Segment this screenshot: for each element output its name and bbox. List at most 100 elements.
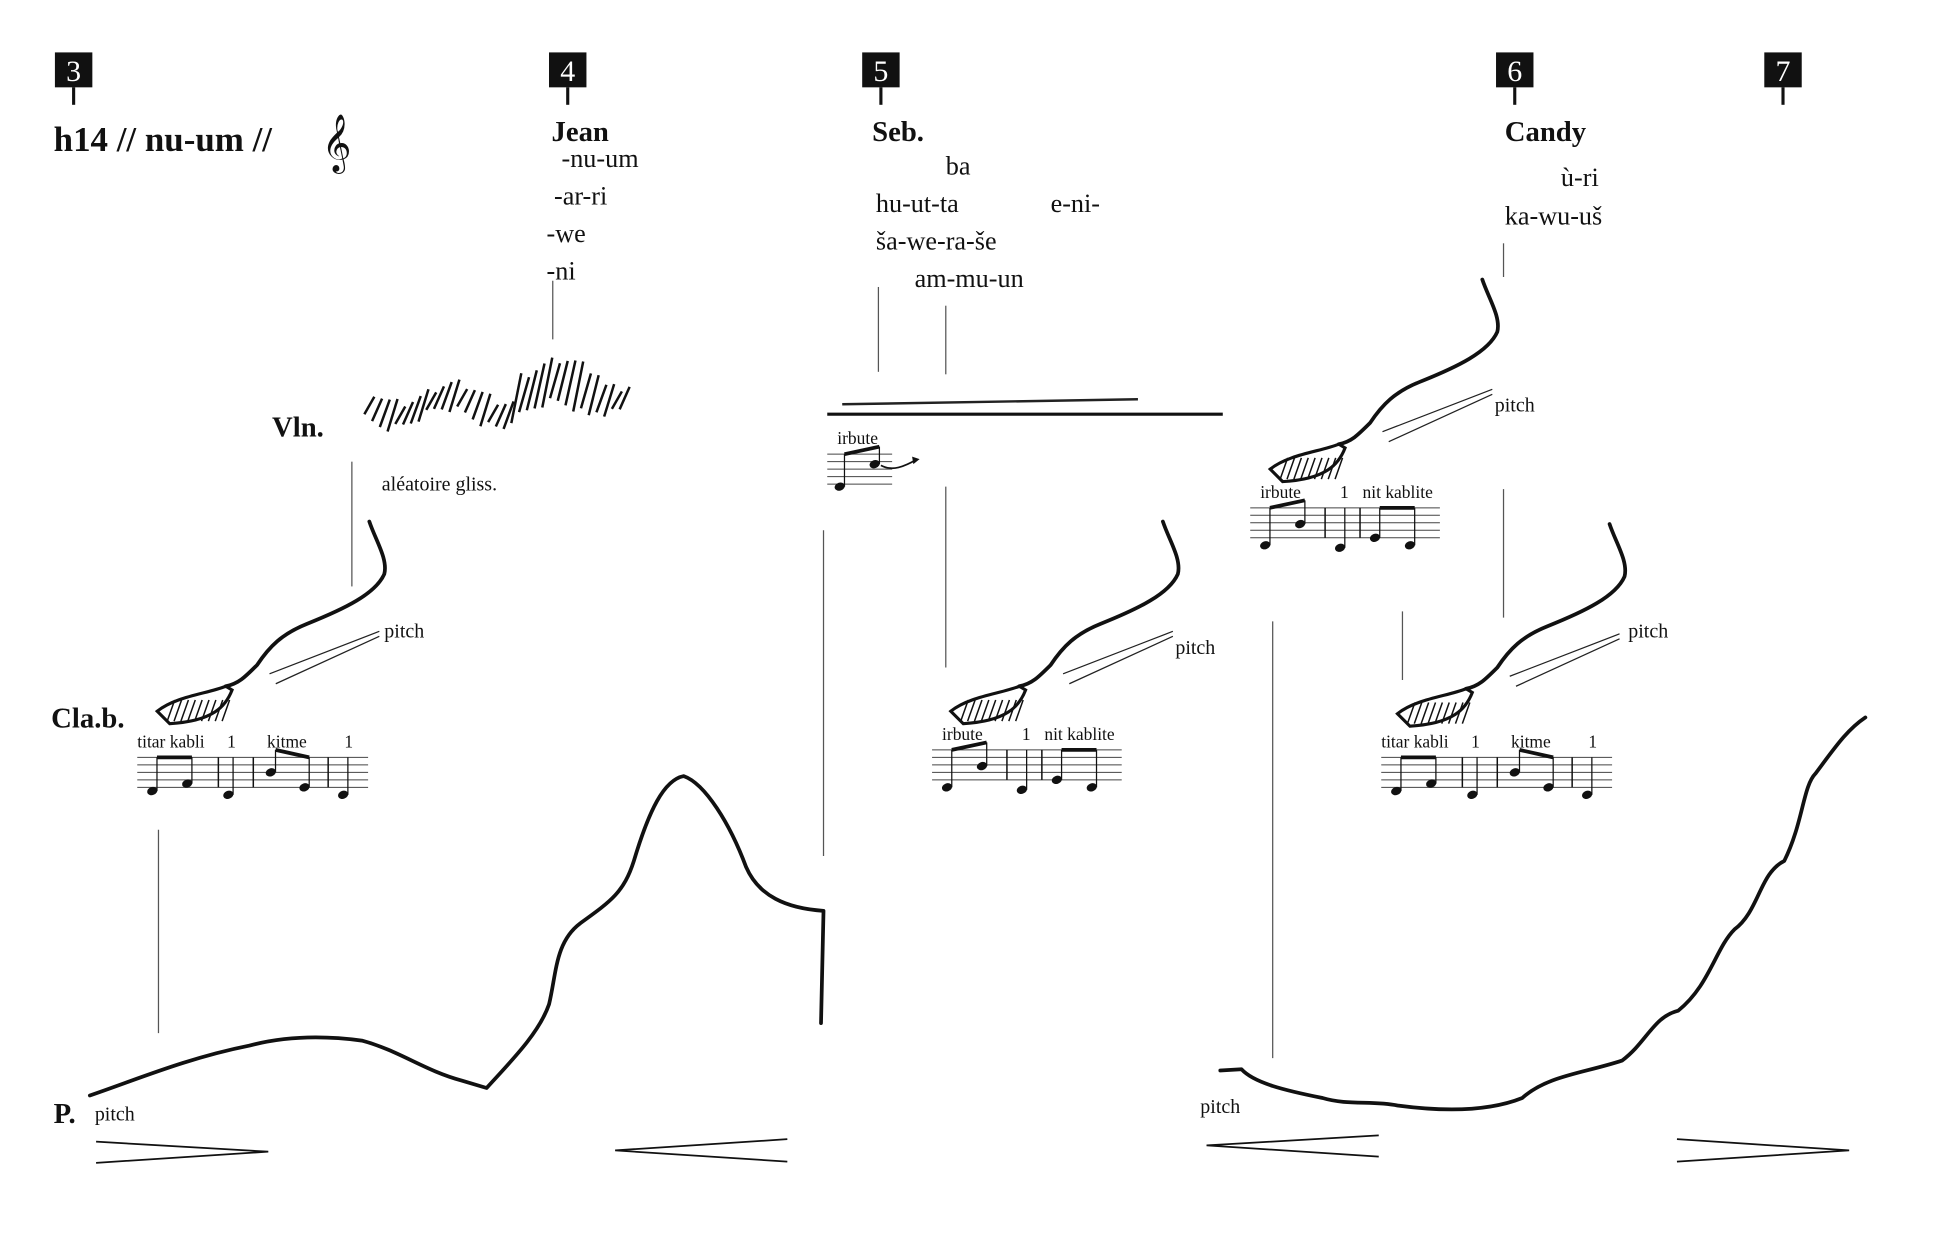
scribble-stroke: [595, 384, 608, 413]
aleatoire-gliss-scribble: [363, 357, 631, 432]
staff-label: kitme: [1511, 731, 1551, 751]
note-head: [147, 786, 158, 796]
piano-pitch-curve: [1218, 715, 1868, 1112]
instrument-bass-clarinet: Cla.b.: [51, 702, 124, 734]
pitch-gliss-figure: [154, 519, 387, 726]
crescendo-hairpin: [1206, 1134, 1379, 1158]
note-head: [1426, 779, 1437, 788]
pitch-label: pitch: [1628, 621, 1668, 643]
scribble-stroke: [502, 401, 515, 430]
gliss-arrow-icon: [880, 458, 918, 470]
aleatoire-gliss-label: aléatoire gliss.: [382, 473, 497, 495]
staff-label: 1: [1471, 731, 1480, 751]
lyric: -ar-ri: [554, 182, 607, 211]
scribble-stroke: [610, 390, 623, 410]
svg-text:3: 3: [66, 55, 81, 88]
staff-label: nit kablite: [1363, 482, 1434, 502]
note-head: [1334, 543, 1346, 552]
scribble-stroke: [386, 398, 399, 432]
lyric: ša-we-ra-še: [876, 227, 997, 256]
note-head: [976, 761, 988, 771]
lyric: ba: [946, 152, 971, 181]
scribble-stroke: [494, 403, 507, 428]
pitch-gliss-figure: [948, 519, 1181, 726]
scribble-stroke: [394, 405, 407, 425]
rehearsal-mark-5: 5: [862, 52, 900, 105]
singer-seb: Seb.: [872, 116, 924, 148]
staff-snippet: irbute 1 nit kablite: [1250, 482, 1440, 552]
note-head: [1391, 786, 1402, 796]
arrow-head-icon: [912, 456, 920, 465]
rehearsal-mark-6: 6: [1496, 52, 1534, 105]
treble-clef-icon: 𝄞: [322, 115, 352, 175]
svg-text:7: 7: [1776, 55, 1791, 88]
scribble-stroke: [517, 376, 531, 413]
scribble-stroke: [602, 383, 616, 417]
staff-label: 1: [227, 731, 236, 751]
gliss-curve: [1017, 519, 1181, 689]
crescendo-hairpin: [615, 1138, 788, 1163]
rehearsal-mark-7: 7: [1764, 52, 1802, 105]
scribble-stroke: [401, 401, 415, 426]
note-head: [1369, 533, 1381, 542]
pitch-label: pitch: [1175, 637, 1215, 659]
gliss-curve: [1464, 522, 1628, 691]
staff-label: 1: [1340, 482, 1349, 502]
pitch-label: pitch: [1200, 1096, 1240, 1118]
lyric: -ni: [547, 256, 576, 285]
scribble-stroke: [456, 388, 469, 408]
scribble-stroke: [533, 363, 546, 409]
note-head: [1509, 768, 1520, 777]
scribble-stroke: [471, 391, 484, 420]
lyric: -nu-um: [561, 144, 638, 173]
scribble-stroke: [587, 374, 600, 416]
scribble-stroke: [417, 388, 430, 423]
staff-label: irbute: [942, 724, 983, 744]
note-head: [223, 790, 234, 799]
sustain-line: [842, 398, 1138, 406]
scribble-stroke: [510, 372, 523, 424]
piano-pitch-curve: [87, 774, 826, 1098]
pitch-gliss-figure: [1267, 277, 1500, 484]
scribble-stroke: [571, 361, 585, 412]
pitch-gliss-figure: [1395, 522, 1628, 728]
lyric: -we: [547, 219, 586, 248]
scribble-stroke: [525, 370, 538, 411]
scribble-stroke: [370, 398, 384, 422]
note-head: [834, 482, 845, 491]
note-head: [1467, 790, 1478, 799]
singer-jean: Jean: [552, 116, 609, 148]
staff-label: 1: [344, 731, 353, 751]
piece-title: h14 // nu-um //: [54, 120, 274, 159]
scribble-stroke: [618, 386, 631, 410]
scribble-stroke: [440, 381, 453, 410]
note-head: [1404, 541, 1416, 550]
scribble-stroke: [463, 389, 477, 414]
connector-lines: [157, 243, 1505, 1059]
note-head: [941, 783, 953, 792]
pitch-label: pitch: [384, 621, 424, 643]
svg-text:4: 4: [560, 55, 575, 88]
instrument-violin: Vln.: [272, 412, 324, 444]
lyric: ka-wu-uš: [1505, 202, 1602, 231]
note-head: [1086, 783, 1097, 792]
lyric: e-ni-: [1051, 189, 1100, 218]
scribble-stroke: [564, 360, 577, 406]
scribble-stroke: [448, 379, 461, 413]
staff-label: irbute: [1260, 482, 1301, 502]
staff-label: kitme: [267, 731, 307, 751]
rehearsal-mark-3: 3: [54, 52, 93, 105]
gliss-curve: [223, 519, 387, 689]
pitch-label: pitch: [1495, 395, 1535, 417]
note-head: [1016, 785, 1028, 794]
note-head: [1295, 519, 1306, 529]
scribble-stroke: [425, 391, 438, 411]
scribble-stroke: [378, 399, 391, 428]
diminuendo-hairpin: [1676, 1138, 1850, 1163]
lyric: am-mu-un: [915, 264, 1024, 293]
diminuendo-hairpin: [96, 1140, 269, 1164]
